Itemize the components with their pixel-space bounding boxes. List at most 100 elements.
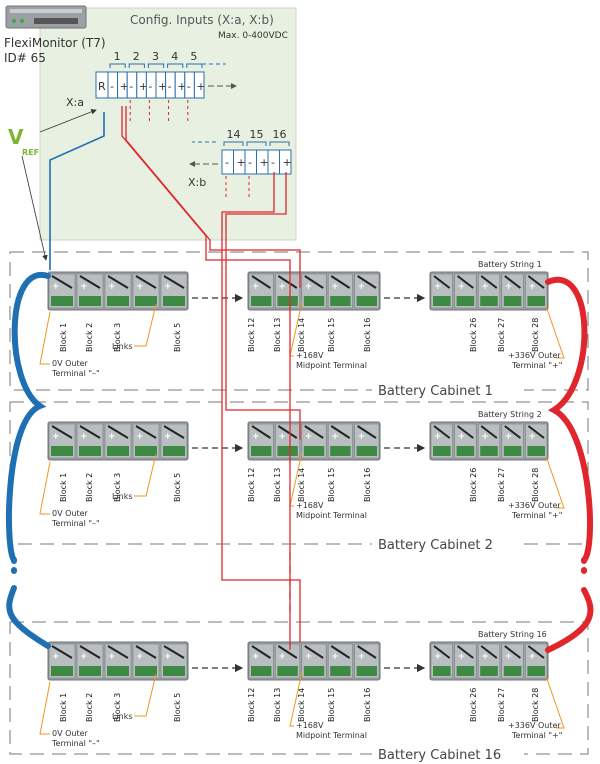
battery-terminal-sign: + — [505, 652, 513, 662]
block-label: Block 13 — [273, 318, 282, 352]
outer-red-link-3 — [545, 587, 594, 653]
battery-link-strap — [330, 275, 351, 289]
battery-link-strap — [330, 425, 351, 439]
block-label: Block 12 — [247, 688, 256, 722]
battery-link-strap — [163, 645, 185, 659]
block-label: Block 26 — [469, 318, 478, 352]
midpoint-label: +168V — [296, 501, 324, 510]
battery-terminal-sign: + — [481, 282, 489, 292]
battery-terminal-sign: + — [331, 652, 339, 662]
battery-label-strip — [277, 296, 298, 306]
outer-positive-label: +336V Outer — [508, 501, 561, 510]
battery-link-strap — [107, 645, 129, 659]
connector-a-pin — [193, 71, 205, 99]
block-label: Block 3 — [113, 473, 122, 502]
battery-terminal-sign: + — [136, 432, 144, 442]
monitor-name: FlexiMonitor (T7) — [4, 36, 106, 50]
block-label: Block 12 — [247, 318, 256, 352]
battery-label-strip — [107, 446, 129, 456]
battery-label-strip — [51, 296, 73, 306]
battery-link-strap — [79, 425, 101, 439]
midpoint-label: +168V — [296, 351, 324, 360]
fleximonitor-device-icon — [5, 5, 87, 29]
battery-terminal-sign: + — [505, 432, 513, 442]
battery-label-strip — [277, 666, 298, 676]
cabinet-title: Battery Cabinet 2 — [378, 538, 493, 553]
battery-terminal-sign: + — [164, 282, 172, 292]
monitor-id: ID# 65 — [4, 51, 46, 65]
block-label: Block 15 — [327, 318, 336, 352]
block-label: Block 27 — [497, 688, 506, 722]
connector-a-pin-label: + — [196, 80, 205, 93]
block-label: Block 28 — [531, 318, 540, 352]
battery-link-strap — [251, 425, 271, 439]
connector-a-label: X:a — [66, 96, 84, 109]
callout-line — [545, 455, 565, 509]
pin-pair-bracket — [223, 141, 244, 146]
block-label: Block 15 — [327, 688, 336, 722]
battery-link-strap — [433, 645, 451, 659]
battery-link-strap — [304, 275, 324, 289]
outer-blue-link-1 — [5, 271, 51, 563]
battery-link-strap — [277, 425, 298, 439]
battery-terminal-sign: + — [278, 652, 286, 662]
battery-link-strap — [480, 275, 498, 289]
battery-string-label: Battery String 1 — [478, 260, 542, 269]
sense-wire-4 — [221, 172, 301, 642]
connector-a-pin-label: + — [139, 80, 148, 93]
battery-link-strap — [433, 275, 451, 289]
battery-link-strap — [277, 275, 298, 289]
battery-link-strap — [330, 645, 351, 659]
block-label: Block 28 — [531, 468, 540, 502]
battery-link-strap — [251, 275, 271, 289]
block-label: Block 14 — [297, 688, 306, 722]
sense-wire-3 — [225, 172, 301, 440]
cabinet-title-bg — [372, 535, 524, 551]
block-label: Block 14 — [297, 318, 306, 352]
battery-label-strip — [456, 296, 475, 306]
battery-link-strap — [107, 425, 129, 439]
battery-terminal-sign: + — [358, 282, 366, 292]
battery-label-strip — [303, 666, 325, 676]
battery-link-strap — [51, 275, 73, 289]
connector-b-label: X:b — [188, 176, 206, 189]
callout-line — [545, 305, 565, 359]
config-title: Config. Inputs (X:a, X:b) — [130, 13, 274, 27]
pin-pair-number: 5 — [190, 50, 197, 63]
battery-terminal-sign: + — [434, 652, 442, 662]
battery-terminal-sign: + — [80, 282, 88, 292]
battery-label-strip — [330, 666, 351, 676]
battery-label-strip — [303, 296, 325, 306]
connector-a-pin-label: - — [110, 80, 114, 93]
connector-a-pin-label: + — [158, 80, 167, 93]
block-label: Block 26 — [469, 688, 478, 722]
connector-a-pin-label: - — [129, 80, 133, 93]
callout-line — [134, 673, 157, 717]
sense-wires — [5, 106, 594, 653]
battery-terminal-sign: + — [164, 432, 172, 442]
battery-label-strip — [51, 446, 73, 456]
connector-b-pin-label: - — [225, 156, 229, 169]
pin-pair-number: 4 — [171, 50, 178, 63]
outer-blue-link-3 — [6, 585, 51, 649]
pin-pair-number: 15 — [250, 128, 264, 141]
pin-pair-number: 3 — [152, 50, 159, 63]
connector-b-pin-label: + — [260, 156, 269, 169]
block-label: Block 2 — [85, 473, 94, 502]
block-label: Block 1 — [59, 693, 68, 722]
block-label: Block 1 — [59, 323, 68, 352]
battery-label-strip — [135, 296, 157, 306]
block-label: Block 5 — [173, 473, 182, 502]
battery-link-strap — [163, 425, 185, 439]
battery-label-strip — [79, 296, 101, 306]
battery-link-strap — [51, 645, 73, 659]
battery-terminal-sign: + — [434, 282, 442, 292]
links-label: Links — [112, 342, 133, 351]
cabinet-border — [9, 251, 589, 391]
battery-link-strap — [135, 275, 157, 289]
battery-link-strap — [135, 425, 157, 439]
outer-positive-label: Terminal "+" — [511, 511, 562, 520]
